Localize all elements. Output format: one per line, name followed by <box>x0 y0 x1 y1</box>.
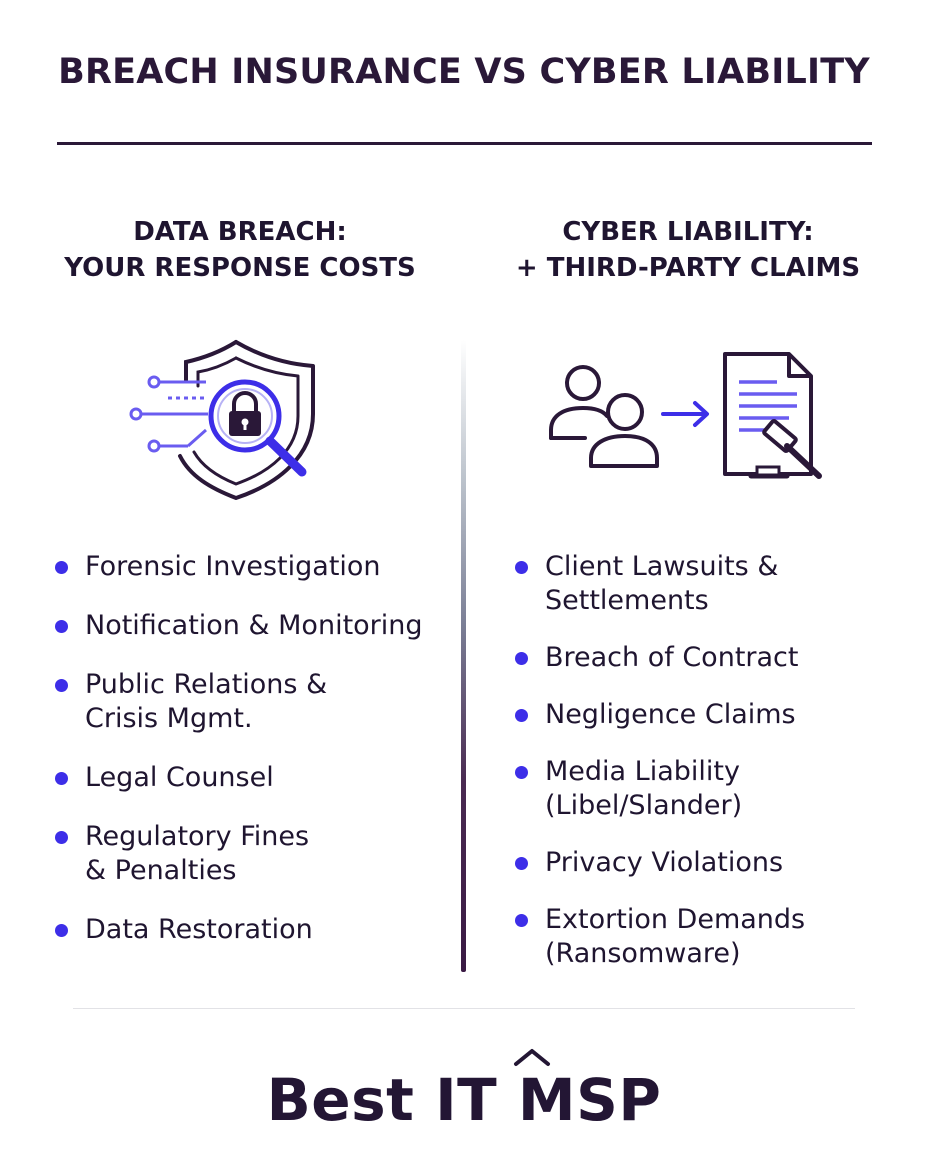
list-item: Extortion Demands (Ransomware) <box>514 903 914 971</box>
list-item-text: Data Restoration <box>85 914 313 945</box>
list-item-text: Client Lawsuits & Settlements <box>545 551 779 616</box>
column-divider <box>461 340 466 972</box>
bullet-dot <box>515 652 528 665</box>
shield-lock-magnifier-icon <box>128 336 318 501</box>
logo-caret-icon <box>514 1049 550 1066</box>
right-column-heading: CYBER LIABILITY: + THIRD-PARTY CLAIMS <box>468 214 908 286</box>
list-item-text: Forensic Investigation <box>85 551 381 582</box>
bullet-dot <box>515 709 528 722</box>
right-heading-line2: + THIRD-PARTY CLAIMS <box>515 253 861 283</box>
list-item-text: Regulatory Fines & Penalties <box>85 821 310 886</box>
left-heading-line2: YOUR RESPONSE COSTS <box>64 253 416 283</box>
list-item-text: Media Liability (Libel/Slander) <box>545 756 743 821</box>
left-heading-line1: DATA BREACH: <box>133 217 347 247</box>
brand-logo: Best IT MSP <box>266 1066 662 1134</box>
list-item: Breach of Contract <box>514 641 914 675</box>
title-divider <box>57 142 872 145</box>
third-party-claims-list: Client Lawsuits & Settlements Breach of … <box>514 550 914 994</box>
right-heading-line1: CYBER LIABILITY: <box>562 217 814 247</box>
list-item: Notification & Monitoring <box>54 609 454 643</box>
bullet-dot <box>55 772 68 785</box>
list-item: Legal Counsel <box>54 761 454 795</box>
list-item-text: Public Relations & Crisis Mgmt. <box>85 669 328 734</box>
list-item-text: Breach of Contract <box>545 642 799 673</box>
response-costs-list: Forensic Investigation Notification & Mo… <box>54 550 454 972</box>
bullet-dot <box>55 561 68 574</box>
list-item: Public Relations & Crisis Mgmt. <box>54 668 454 736</box>
list-item-text: Notification & Monitoring <box>85 610 423 641</box>
list-item: Privacy Violations <box>514 846 914 880</box>
people-to-legal-document-icon <box>545 350 830 485</box>
bullet-dot <box>55 831 68 844</box>
bullet-dot <box>55 620 68 633</box>
list-item-text: Extortion Demands (Ransomware) <box>545 904 806 969</box>
left-column-heading: DATA BREACH: YOUR RESPONSE COSTS <box>20 214 460 286</box>
list-item: Forensic Investigation <box>54 550 454 584</box>
list-item: Regulatory Fines & Penalties <box>54 820 454 888</box>
page-title: BREACH INSURANCE VS CYBER LIABILITY <box>58 52 870 92</box>
footer-divider <box>73 1008 855 1009</box>
bullet-dot <box>515 766 528 779</box>
list-item: Data Restoration <box>54 913 454 947</box>
list-item-text: Legal Counsel <box>85 762 274 793</box>
bullet-dot <box>55 924 68 937</box>
bullet-dot <box>515 561 528 574</box>
bullet-dot <box>55 679 68 692</box>
list-item: Client Lawsuits & Settlements <box>514 550 914 618</box>
bullet-dot <box>515 857 528 870</box>
list-item-text: Negligence Claims <box>545 699 796 730</box>
list-item: Media Liability (Libel/Slander) <box>514 755 914 823</box>
bullet-dot <box>515 914 528 927</box>
list-item-text: Privacy Violations <box>545 847 784 878</box>
list-item: Negligence Claims <box>514 698 914 732</box>
